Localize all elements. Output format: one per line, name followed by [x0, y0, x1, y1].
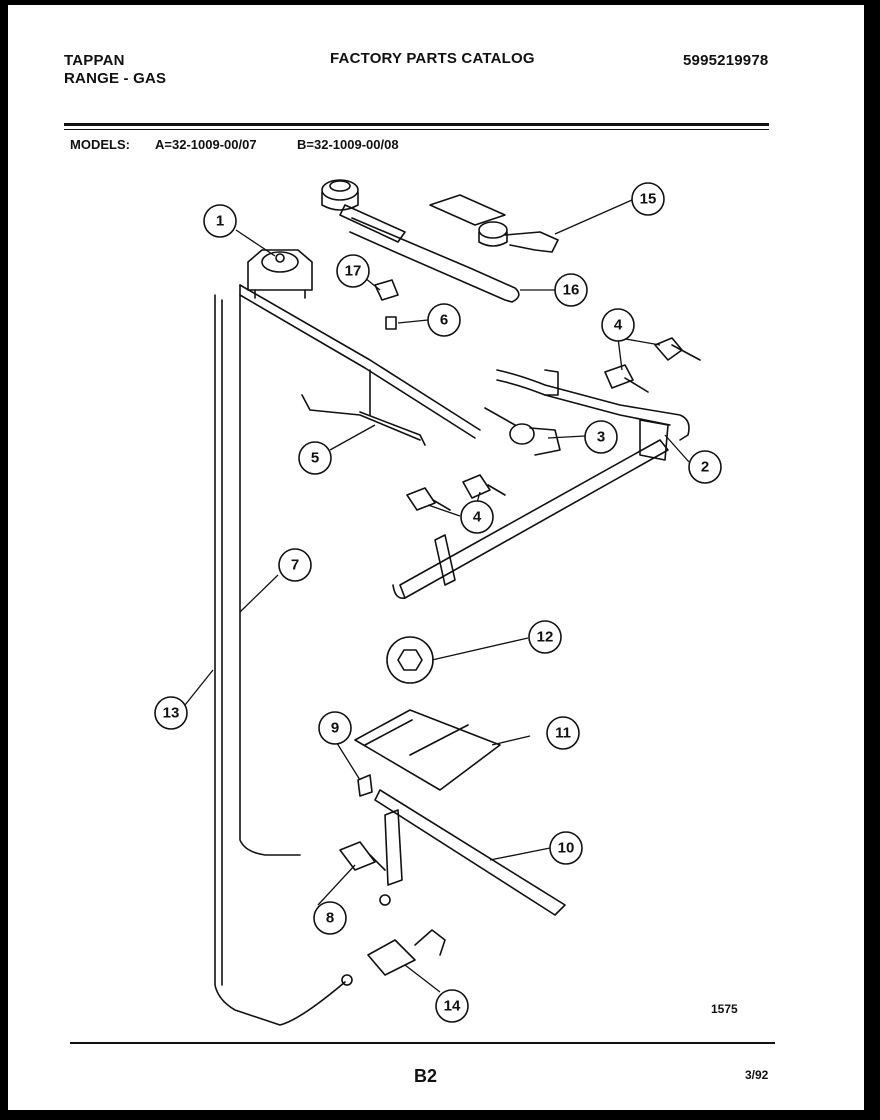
orifice-nut — [386, 636, 434, 684]
valve-lower — [406, 474, 506, 511]
callout-1-label: 1 — [216, 213, 224, 230]
bracket — [357, 774, 373, 797]
callout-4-upper-label: 4 — [614, 317, 623, 334]
callout-17-label: 17 — [345, 263, 362, 280]
callout-11-label: 11 — [555, 725, 571, 742]
callout-15 — [631, 182, 665, 216]
callout-4-upper — [601, 308, 635, 342]
revision-date: 3/92 — [745, 1068, 769, 1082]
callout-15-label: 15 — [640, 191, 657, 208]
callout-5 — [298, 441, 332, 475]
valve-upper — [604, 337, 701, 393]
callout-10-label: 10 — [558, 840, 575, 857]
callout-4-lower-label: 4 — [473, 509, 482, 526]
callout-8 — [313, 901, 347, 935]
manifold-pipe — [392, 369, 690, 600]
model-b: B=32-1009-00/08 — [297, 137, 399, 152]
header-rule-thick — [64, 123, 769, 126]
top-burner-left — [321, 179, 520, 303]
fitting — [385, 316, 397, 330]
callout-6-label: 6 — [440, 312, 448, 329]
callout-3-label: 3 — [597, 429, 605, 446]
valve-3 — [484, 407, 561, 456]
callout-2-label: 2 — [701, 459, 709, 476]
models-label: MODELS: — [70, 137, 130, 152]
callout-5-label: 5 — [311, 450, 319, 467]
model-a: A=32-1009-00/07 — [155, 137, 257, 152]
oven-valve-14 — [367, 894, 446, 976]
main-gas-pipe — [239, 284, 481, 439]
catalog-title: FACTORY PARTS CATALOG — [330, 50, 535, 67]
callout-17 — [336, 254, 370, 288]
callout-14 — [435, 989, 469, 1023]
page-number: B2 — [414, 1066, 438, 1086]
brand-label: TAPPAN — [64, 52, 125, 69]
top-burner-right — [429, 194, 559, 253]
pilot-tube — [301, 369, 426, 446]
callout-7 — [278, 548, 312, 582]
callout-14-label: 14 — [444, 998, 461, 1015]
header-rule-thin — [64, 129, 769, 130]
oven-burner — [374, 789, 566, 916]
product-label: RANGE - GAS — [64, 70, 167, 87]
callout-12 — [528, 620, 562, 654]
callout-7-label: 7 — [291, 557, 299, 574]
footer-rule — [70, 1042, 775, 1044]
gas-tube-7 — [239, 284, 301, 856]
callout-11 — [546, 716, 580, 750]
safety-valve-8 — [339, 841, 386, 871]
regulator — [247, 249, 313, 299]
callout-1 — [203, 204, 237, 238]
callout-16-label: 16 — [563, 282, 580, 299]
catalog-page — [8, 5, 864, 1110]
callout-9 — [318, 711, 352, 745]
diagram-id: 1575 — [711, 1002, 738, 1016]
callout-4-lower — [460, 500, 494, 534]
callout-9-label: 9 — [331, 720, 339, 737]
callout-16 — [554, 273, 588, 307]
gas-tube-13 — [214, 294, 346, 1026]
callout-2 — [688, 450, 722, 484]
burner-baffle — [354, 709, 501, 791]
callout-13 — [154, 696, 188, 730]
callout-3 — [584, 420, 618, 454]
callout-13-label: 13 — [163, 705, 180, 722]
callout-6 — [427, 303, 461, 337]
callout-10 — [549, 831, 583, 865]
catalog-number: 5995219978 — [683, 52, 769, 69]
callout-12-label: 12 — [537, 629, 554, 646]
clip — [374, 279, 399, 301]
callout-8-label: 8 — [326, 910, 334, 927]
